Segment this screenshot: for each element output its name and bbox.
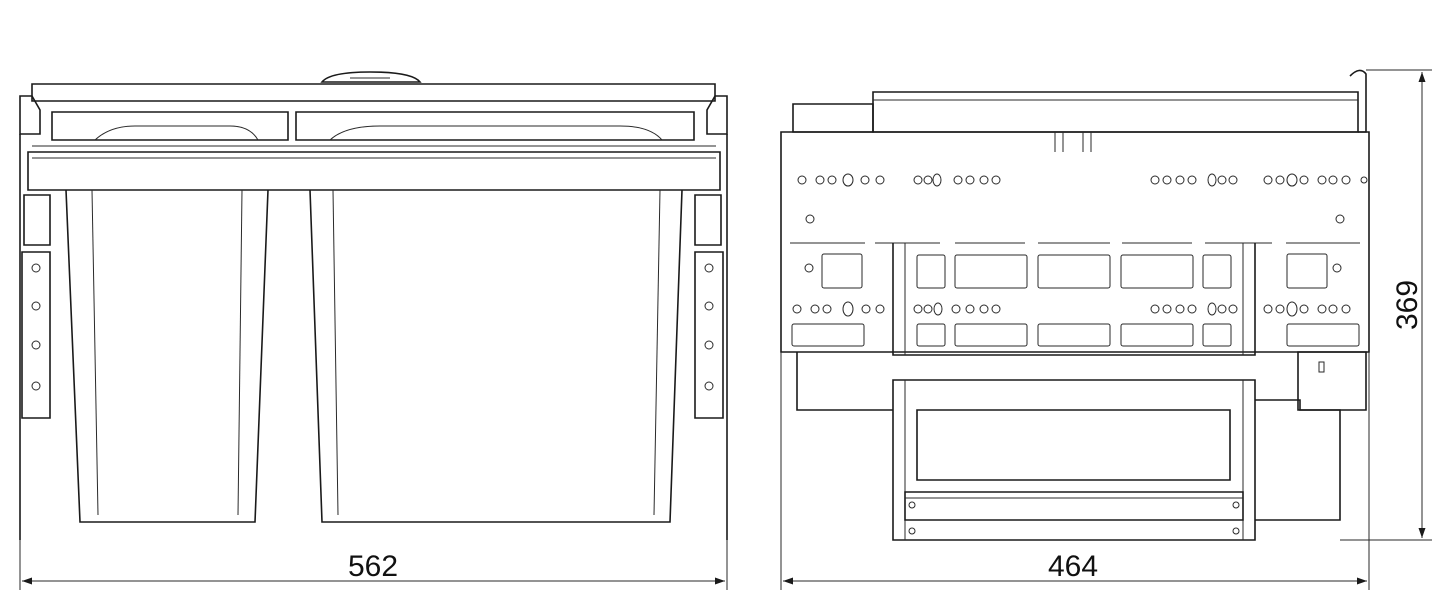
left-bin: [65, 189, 269, 523]
left-bin-rim: [51, 111, 289, 141]
side-top-hook: [1349, 69, 1367, 133]
dimension-width-label: 562: [348, 550, 398, 583]
hole-row-mid: [792, 301, 1351, 317]
right-top-bracket: [706, 95, 728, 135]
side-basket: [892, 379, 1256, 541]
side-bin-right: [1255, 399, 1341, 521]
side-view: [780, 69, 1370, 541]
front-lid: [31, 83, 716, 102]
dimension-depth: 464: [780, 352, 1370, 590]
hole-row-top: [797, 173, 1368, 187]
side-frame: [780, 131, 1370, 353]
dimension-height: 369: [1340, 69, 1432, 541]
left-top-bracket: [19, 95, 41, 135]
dimension-width: 562: [19, 540, 728, 590]
side-bin-left-edge: [796, 352, 893, 411]
side-clip: [1297, 351, 1367, 411]
right-runner-plate: [694, 251, 724, 419]
front-view: [19, 71, 728, 540]
lid-handle: [320, 71, 422, 83]
slot-row-upper: [821, 253, 1328, 289]
right-bin-rim: [295, 111, 695, 141]
slot-row-lower: [791, 323, 1360, 347]
left-runner-plate: [21, 251, 51, 419]
right-bin: [309, 189, 683, 523]
dimension-height-label: 369: [1391, 280, 1424, 330]
side-inner-frame: [892, 243, 1256, 356]
front-crossbar: [27, 151, 721, 191]
dimension-depth-label: 464: [1048, 550, 1098, 583]
side-top-rail: [872, 91, 1359, 133]
